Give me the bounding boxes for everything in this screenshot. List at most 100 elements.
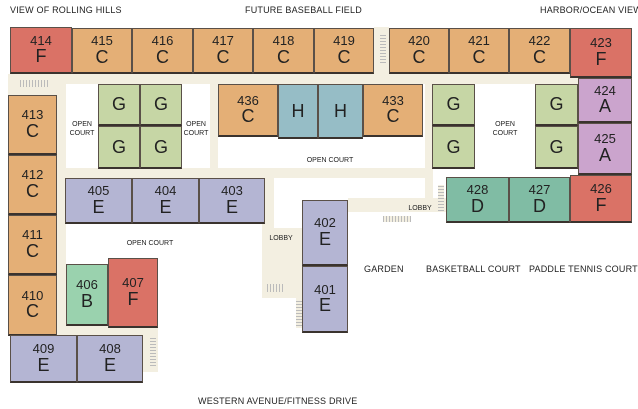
unit-type: G [111,94,126,115]
corridor-south [57,326,158,336]
unit-type: C [412,46,426,67]
unit-number: 407 [122,275,144,291]
unit-number: 427 [528,182,551,198]
unit-g[interactable]: G [535,84,578,126]
unit-number: 403 [221,183,243,199]
unit-number: 436 [237,92,259,108]
unit-g[interactable]: G [98,84,140,126]
western-avenue-label: WESTERN AVENUE/FITNESS DRIVE [198,396,358,406]
unit-g[interactable]: G [140,84,182,126]
unit-g[interactable]: G [140,126,182,169]
court-text: COURT [492,130,518,138]
unit-type: E [318,295,331,316]
unit-number: 404 [154,183,177,199]
stairs-icon [438,185,444,211]
unit-type: C [386,106,400,127]
unit-number: 428 [466,182,489,198]
unit-g[interactable]: G [432,126,475,169]
unit-type: A [598,96,611,117]
unit-type: D [471,195,484,216]
unit-type: C [26,301,39,322]
corridor-east [425,84,433,206]
unit-number: 420 [408,33,430,49]
paddle-tennis-label: PADDLE TENNIS COURT [529,264,638,274]
unit-type: G [446,94,461,115]
lobby-label: LOBBY [269,235,293,242]
unit-type: C [216,46,230,67]
unit-number: 424 [594,82,616,98]
unit-number: 402 [314,215,336,231]
harbor-ocean-label: HARBOR/OCEAN VIEW [540,5,638,15]
unit-number: 408 [99,341,121,357]
stairs-icon [20,80,50,87]
future-baseball-label: FUTURE BASEBALL FIELD [245,5,362,15]
unit-g[interactable]: G [432,84,475,126]
unit-number: 414 [30,32,52,48]
lobby-label: LOBBY [408,205,432,212]
unit-number: 422 [528,33,551,49]
unit-number: 413 [21,107,44,123]
unit-type: C [337,46,351,67]
unit-type: E [225,196,238,217]
unit-type: G [153,136,168,157]
unit-number: 433 [382,92,404,108]
unit-type: C [241,106,255,127]
unit-number: 417 [212,33,234,49]
open-text: OPEN [186,121,206,128]
unit-type: C [26,180,39,201]
unit-number: 425 [594,131,616,147]
unit-number: 401 [314,281,336,297]
view-rolling-hills-label: VIEW OF ROLLING HILLS [10,5,122,15]
unit-type: G [446,136,461,157]
unit-number: 406 [76,277,98,293]
unit-type: C [156,46,169,67]
unit-type: E [103,354,116,375]
unit-number: 421 [468,33,490,49]
open-court-label: OPEN COURT [306,157,354,164]
unit-type: F [595,48,607,69]
unit-h[interactable]: H [278,84,318,139]
unit-type: H [334,100,347,121]
unit-type: G [549,136,564,157]
unit-g[interactable]: G [98,126,140,169]
unit-g[interactable]: G [535,126,578,169]
court-text: COURT [183,130,209,138]
open-text: OPEN [72,121,92,128]
unit-type: F [35,46,47,67]
unit-h[interactable]: H [318,84,363,139]
unit-type: E [37,354,50,375]
unit-type: E [318,228,331,249]
unit-type: D [533,195,546,216]
stairs-icon [150,338,156,366]
